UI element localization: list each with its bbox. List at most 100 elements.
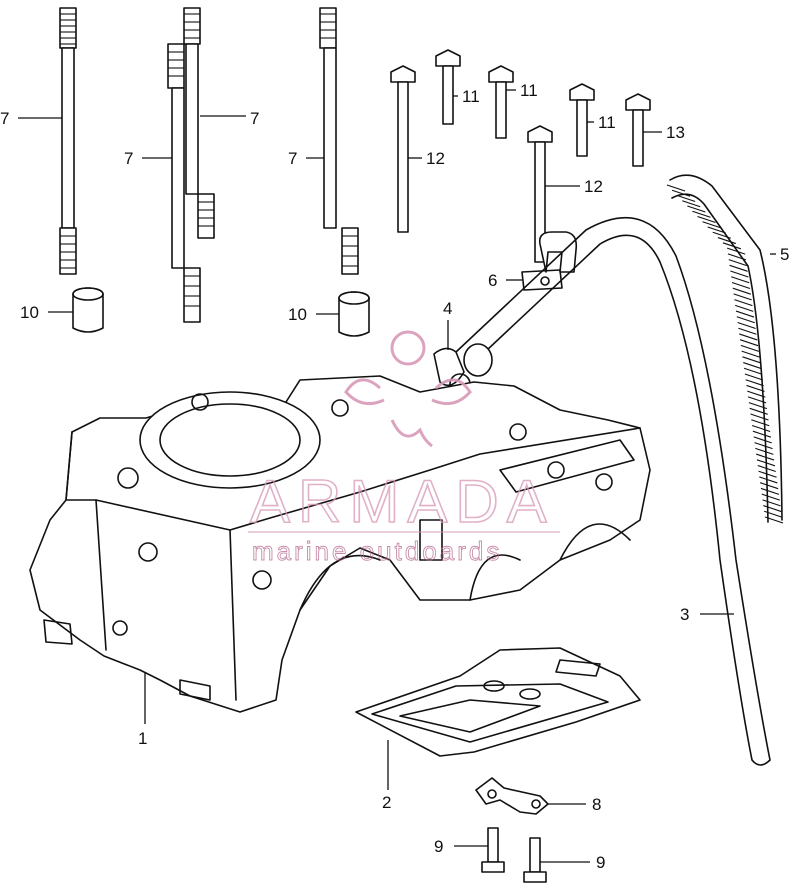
stud-7-c [167, 43, 201, 323]
spring-coil [666, 184, 686, 192]
spring-coil [761, 493, 780, 501]
stud-7-d [319, 7, 359, 275]
spring-coil [737, 321, 756, 330]
spring-coil [751, 424, 771, 432]
spring-coil [732, 287, 751, 295]
spring-coil [738, 327, 757, 335]
spring-coil [740, 344, 760, 352]
spring-coil [687, 205, 706, 213]
leader-lines [18, 89, 776, 863]
spring-coil [735, 304, 754, 312]
spring-coil [755, 447, 774, 455]
callout-7: 7 [288, 149, 297, 168]
spring-coil [736, 316, 755, 324]
bolt-12-a [390, 65, 416, 233]
watermark: ARMADA marine outdoards [248, 330, 560, 566]
callout-4: 4 [443, 299, 452, 318]
spring-coil [744, 373, 764, 381]
spring-5 [666, 174, 784, 524]
spring-coil [731, 276, 750, 284]
bolt-9-b [523, 837, 547, 883]
spring-coil [753, 436, 772, 444]
spring-coil [727, 253, 747, 261]
bolt-11-c [569, 83, 595, 157]
spring-coil [757, 464, 776, 473]
spring-coil [743, 367, 763, 375]
callout-8: 8 [592, 795, 601, 814]
spring-coil [739, 333, 758, 341]
callout-5: 5 [780, 245, 789, 264]
spring-coil [756, 459, 776, 467]
callout-9: 9 [596, 853, 605, 872]
spring-coil [733, 293, 752, 301]
spring-coil [729, 264, 748, 272]
watermark-title: ARMADA [250, 468, 555, 535]
spring-coil [735, 310, 755, 318]
spring-coil [676, 194, 696, 203]
cover-2 [355, 647, 641, 757]
spring-coil [754, 442, 773, 450]
stud-7-a [59, 7, 77, 275]
spring-coil [745, 379, 764, 387]
spring-coil [750, 413, 769, 421]
watermark-subtitle: marine outdoards [252, 536, 502, 566]
spring-coil [726, 247, 746, 255]
callout-12: 12 [584, 177, 603, 196]
callout-9: 9 [434, 837, 443, 856]
callout-11: 11 [598, 113, 616, 132]
callout-12: 12 [426, 149, 445, 168]
spring-coil [760, 487, 780, 495]
spring-coil [751, 419, 770, 427]
spring-coil [739, 339, 759, 347]
callout-7: 7 [124, 149, 133, 168]
bolt-9-a [481, 827, 505, 873]
callout-2: 2 [382, 793, 391, 812]
spring-coil [747, 390, 766, 398]
spring-coil [734, 299, 753, 307]
watermark-logo-icon [344, 330, 472, 448]
spring-coil [712, 231, 731, 239]
callout-1: 1 [138, 729, 147, 748]
callout-6: 6 [488, 271, 497, 290]
spring-coil [759, 476, 778, 484]
spring-coil [682, 200, 701, 208]
callout-11: 11 [462, 87, 480, 106]
spring-coil [759, 482, 779, 490]
spring-coil [702, 221, 721, 229]
callout-labels: 7 7 7 7 10 10 11 11 11 13 12 12 6 4 5 3 … [0, 81, 789, 872]
bolt-13 [625, 93, 651, 167]
plate-8 [475, 777, 549, 815]
spring-coil [742, 356, 761, 364]
spring-coil [748, 402, 768, 410]
callout-11: 11 [520, 81, 538, 100]
spring-coil [731, 281, 751, 289]
dowel-10-right [338, 291, 370, 337]
bolt-12-b [527, 125, 553, 263]
casing-1 [29, 375, 651, 713]
callout-7: 7 [0, 109, 9, 128]
spring-coil [764, 510, 783, 518]
spring-coil [722, 242, 742, 250]
bolt-11-b [488, 65, 514, 139]
bracket-6 [521, 231, 578, 291]
spring-coil [697, 216, 716, 224]
dowel-10-left [72, 287, 104, 333]
spring-coil [747, 396, 767, 404]
callout-3: 3 [680, 605, 689, 624]
spring-coil [758, 470, 777, 478]
callout-7: 7 [250, 109, 259, 128]
callout-10: 10 [288, 305, 307, 324]
spring-coil [717, 237, 737, 245]
spring-coil [762, 499, 781, 507]
callout-10: 10 [20, 303, 39, 322]
spring-coil [671, 189, 691, 197]
spring-coil [743, 362, 762, 370]
spring-coil [746, 384, 765, 392]
spring-coil [707, 226, 726, 234]
spring-coil [730, 270, 749, 278]
spring-coil [741, 350, 760, 358]
bolt-11-a [435, 49, 461, 125]
spring-coil [755, 453, 775, 461]
callout-13: 13 [666, 123, 685, 142]
